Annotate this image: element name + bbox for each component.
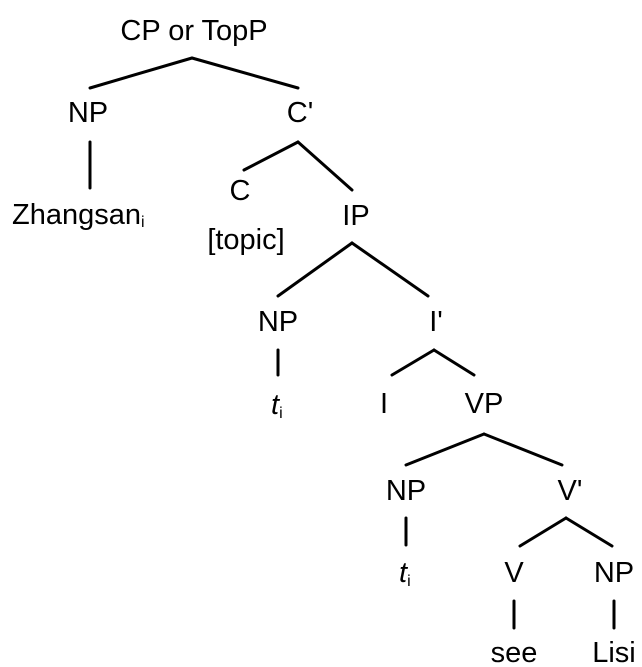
node-vp: VP xyxy=(465,388,504,420)
branch-vbar-np xyxy=(564,516,614,548)
leaf-trace-ip: ti xyxy=(271,389,283,422)
leaf-see: see xyxy=(491,637,538,667)
node-np-ip: NP xyxy=(258,306,298,338)
branch-ip-np xyxy=(276,241,354,298)
leaf-zhangsan-word: Zhangsan xyxy=(12,199,141,231)
node-np-object: NP xyxy=(594,557,634,589)
node-c-feature: [topic] xyxy=(207,224,284,256)
leaf-zhangsan: Zhangsani xyxy=(12,199,145,231)
branch-vbar-v xyxy=(518,516,568,548)
branch-root-cbar xyxy=(190,56,300,90)
node-i: I xyxy=(380,388,388,420)
node-i-bar: I' xyxy=(429,306,443,338)
node-np-subject: NP xyxy=(68,97,108,129)
leaf-zhangsan-index: i xyxy=(141,214,145,231)
leaf-trace-ip-index: i xyxy=(279,405,283,422)
tree-branches xyxy=(88,56,616,630)
node-ip: IP xyxy=(342,200,369,232)
branch-ip-ibar xyxy=(350,241,430,298)
node-np-vp: NP xyxy=(386,475,426,507)
branch-root-np xyxy=(88,56,194,90)
node-c: C xyxy=(230,175,251,207)
leaf-trace-vp-index: i xyxy=(407,573,411,590)
branch-vp-np xyxy=(404,432,486,467)
branch-vp-vbar xyxy=(482,432,564,467)
branch-ibar-i xyxy=(390,348,436,377)
tree-labels: CP or TopP NP C' Zhangsani C [topic] IP … xyxy=(12,15,636,667)
branch-cbar-c xyxy=(242,140,300,172)
node-v: V xyxy=(504,557,524,589)
leaf-trace-vp: ti xyxy=(399,557,411,590)
node-v-bar: V' xyxy=(558,475,583,507)
node-root: CP or TopP xyxy=(120,15,267,47)
leaf-lisi: Lisi xyxy=(592,637,636,667)
leaf-trace-vp-t: t xyxy=(399,557,409,589)
node-c-bar: C' xyxy=(287,97,313,129)
leaf-trace-ip-t: t xyxy=(271,389,281,421)
branch-cbar-ip xyxy=(296,140,354,192)
branch-ibar-vp xyxy=(432,348,476,377)
